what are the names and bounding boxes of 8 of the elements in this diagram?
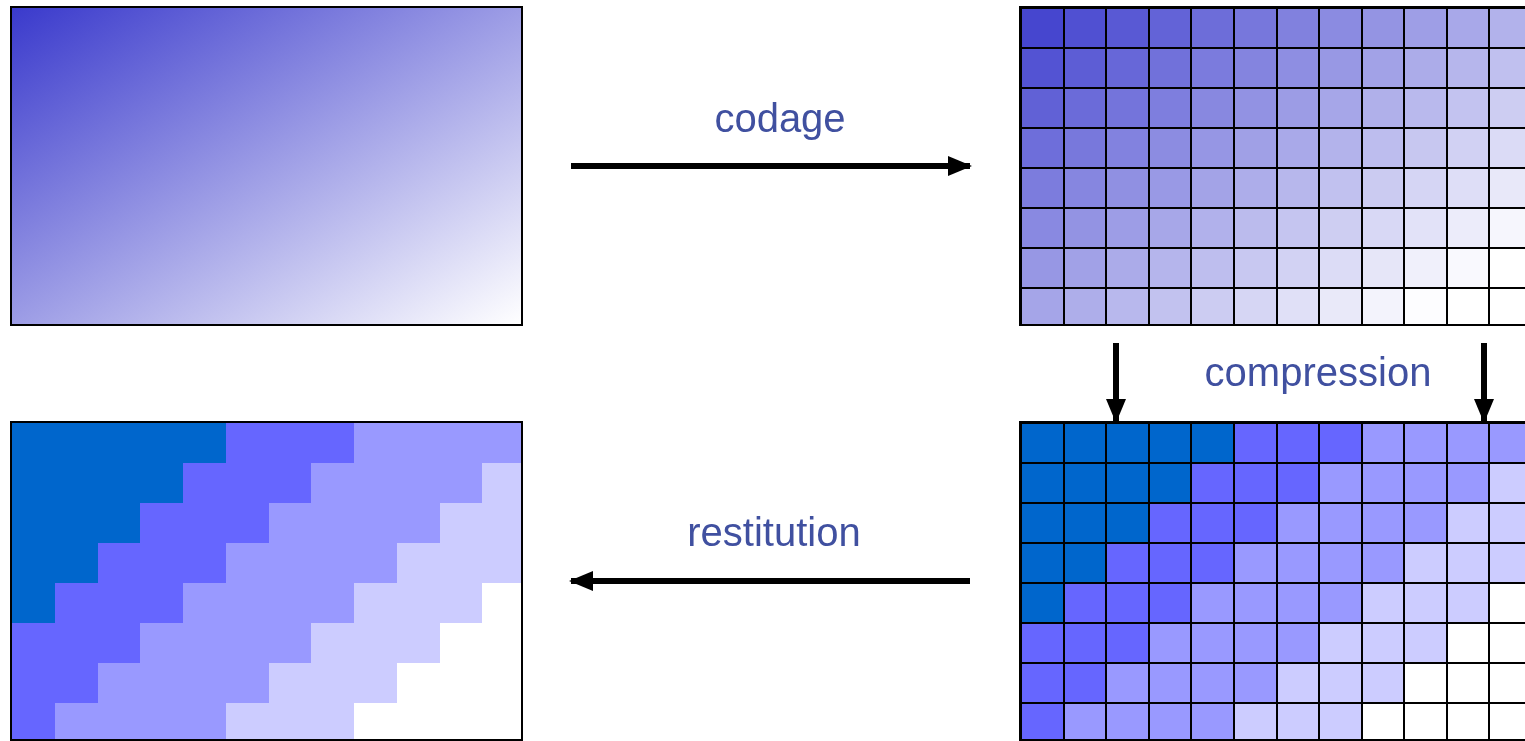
stepped-image — [10, 421, 523, 741]
quantized-grid — [1019, 421, 1525, 741]
pixel-grid — [1019, 6, 1525, 326]
arrow — [569, 571, 970, 591]
arrow — [1106, 343, 1126, 423]
arrow — [1474, 343, 1494, 423]
arrow — [571, 156, 972, 176]
gradient-image — [10, 6, 523, 326]
